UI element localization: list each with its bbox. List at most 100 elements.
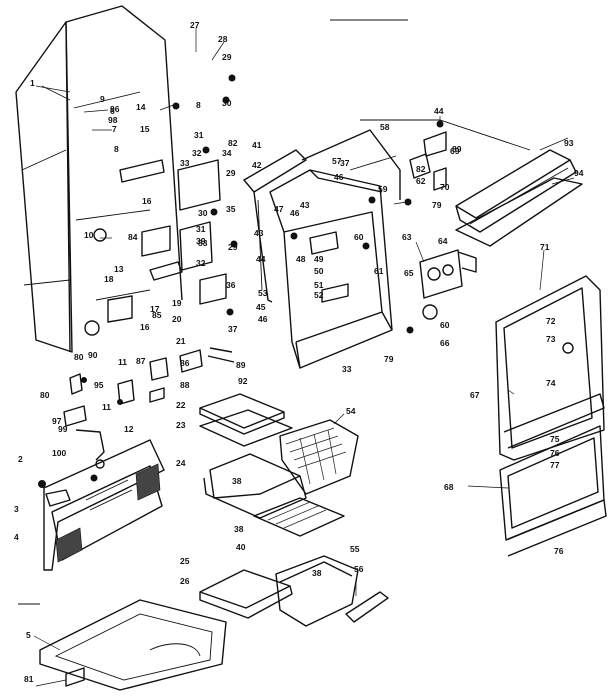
callout-100: 100 [52,448,66,458]
callout-31: 31 [194,130,204,140]
callout-70: 70 [440,182,450,192]
control-panel [419,249,477,320]
callout-42: 42 [252,160,262,170]
mullion-parts [177,146,227,305]
callout-29b: 29 [226,168,236,178]
callout-11: 11 [118,357,127,367]
freezer-liner [269,169,393,369]
evaporator-cover [243,149,307,303]
callout-33: 33 [180,158,190,168]
callout-21: 21 [176,336,186,346]
leader-lines [33,28,575,687]
screws [38,474,98,507]
callout-16: 16 [142,196,152,206]
callout-20: 20 [172,314,182,324]
callout-50: 50 [314,266,324,276]
callout-53: 53 [258,288,268,298]
callout-1: 1 [30,78,35,88]
callout-44: 44 [434,106,444,116]
title-lines [18,19,408,605]
callout-68: 68 [444,482,454,492]
callout-43b: 43 [300,200,310,210]
callout-80b: 80 [74,352,84,362]
callout-labels: 1 2 3 4 5 6 7 8 8 9 98 10 11 11 12 13 14… [14,20,584,684]
callout-81: 81 [24,674,34,684]
callout-64: 64 [438,236,448,246]
callout-25: 25 [180,556,190,566]
callout-17: 17 [150,304,160,314]
callout-76b: 76 [554,546,564,556]
callout-51: 51 [314,280,324,290]
callout-29c: 29 [228,242,238,252]
callout-60: 60 [354,232,364,242]
callout-33b: 33 [342,364,352,374]
toe-grille [43,439,165,571]
callout-98: 98 [108,115,118,125]
left-small-parts [63,357,169,469]
callout-8b: 8 [196,100,201,110]
callout-34: 34 [222,148,232,158]
callout-36: 36 [226,280,236,290]
callout-12: 12 [124,424,134,434]
callout-39: 39 [196,236,206,246]
callout-44b: 44 [256,254,266,264]
callout-90: 90 [88,350,98,360]
rear-panel [301,129,401,200]
callout-48: 48 [296,254,306,264]
callout-97: 97 [52,416,62,426]
callout-59: 59 [378,184,388,194]
callout-6: 6 [110,106,115,116]
callout-16b: 16 [140,322,150,332]
callout-40: 40 [236,542,246,552]
callout-2: 2 [18,454,23,464]
drain-pan [39,599,227,691]
callout-38b: 38 [312,568,322,578]
callout-38c: 38 [234,524,244,534]
callout-72: 72 [546,316,556,326]
callout-4: 4 [14,532,19,542]
callout-49: 49 [314,254,324,264]
callout-38: 38 [232,476,242,486]
callout-8: 8 [114,144,119,154]
callout-47: 47 [274,204,284,214]
crisper-drawers [199,555,389,627]
callout-19: 19 [172,298,182,308]
callout-79: 79 [432,200,442,210]
callout-83: 83 [198,238,208,248]
callout-71: 71 [540,242,550,252]
callout-3: 3 [14,504,19,514]
callout-85: 85 [152,310,162,320]
callout-58: 58 [380,122,390,132]
callout-37: 37 [228,324,238,334]
callout-27: 27 [190,20,200,30]
callout-43: 43 [254,228,264,238]
callout-65: 65 [404,268,414,278]
callout-89: 89 [236,360,246,370]
cabinet-brackets [84,159,183,336]
door-gaskets [495,275,607,557]
callout-63: 63 [402,232,412,242]
callout-45: 45 [256,302,266,312]
callout-73: 73 [546,334,556,344]
callout-86: 86 [180,358,190,368]
callout-18: 18 [104,274,114,284]
callout-41: 41 [252,140,262,150]
callout-84: 84 [128,232,138,242]
callout-61: 61 [374,266,384,276]
callout-22: 22 [176,400,186,410]
callout-79b: 79 [384,354,394,364]
callout-82b: 82 [416,164,426,174]
callout-92: 92 [238,376,248,386]
callout-31b: 31 [196,224,206,234]
freezer-shelves [199,393,359,537]
callout-69: 69 [450,146,460,156]
callout-32: 32 [192,148,202,158]
callout-14: 14 [136,102,146,112]
callout-76: 76 [550,448,560,458]
callout-66: 66 [440,338,450,348]
callout-46b: 46 [258,314,268,324]
callout-28: 28 [218,34,228,44]
callout-62: 62 [416,176,426,186]
callout-95: 95 [94,380,104,390]
callout-26: 26 [180,576,190,586]
